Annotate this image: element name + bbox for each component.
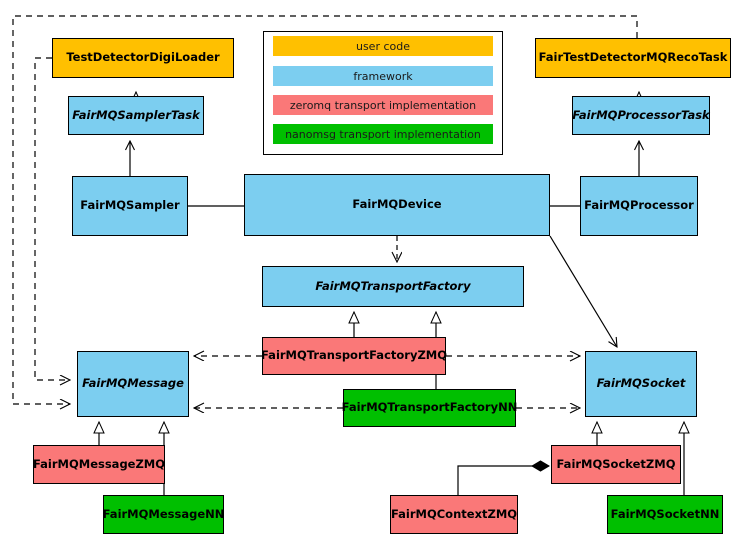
class-node-fairmqcontextzmq[interactable]: FairMQContextZMQ	[390, 495, 518, 534]
class-node-fairmqsamplertask[interactable]: FairMQSamplerTask	[68, 96, 204, 135]
class-node-fairmqdevice[interactable]: FairMQDevice	[244, 174, 550, 236]
legend-item-framework-label: framework	[353, 69, 413, 83]
legend-item-nanomsg: nanomsg transport implementation	[273, 124, 493, 144]
edge-recotask-to-message	[12, 15, 638, 404]
edge-digiloader-to-message	[34, 57, 70, 380]
class-node-fairmqmessage[interactable]: FairMQMessage	[77, 351, 189, 417]
legend-item-framework: framework	[273, 66, 493, 86]
class-node-fairmqtransportfactory[interactable]: FairMQTransportFactory	[262, 266, 524, 307]
legend-item-user-code: user code	[273, 36, 493, 56]
class-node-fairmqsocketnn[interactable]: FairMQSocketNN	[607, 495, 723, 534]
class-node-fairmqmessagenn[interactable]: FairMQMessageNN	[103, 495, 224, 534]
legend-item-user-code-label: user code	[355, 39, 411, 53]
class-node-testdetectordigiloader[interactable]: TestDetectorDigiLoader	[52, 38, 234, 78]
legend-item-zeromq-label: zeromq transport implementation	[289, 98, 477, 112]
class-node-fairmqtransportfactoryzmq[interactable]: FairMQTransportFactoryZMQ	[261, 337, 447, 375]
class-node-fairtestdetectormqrecotask[interactable]: FairTestDetectorMQRecoTask	[535, 38, 731, 78]
class-node-fairmqtransportfactorynn[interactable]: FairMQTransportFactoryNN	[342, 389, 517, 427]
edge-contextzmq-to-socketzmq	[457, 460, 550, 495]
class-node-fairmqsocketzmq[interactable]: FairMQSocketZMQ	[551, 445, 681, 484]
edge-device-to-socket	[549, 235, 617, 347]
class-node-fairmqprocessortask[interactable]: FairMQProcessorTask	[572, 96, 710, 135]
class-node-fairmqmessagezmq[interactable]: FairMQMessageZMQ	[33, 445, 165, 484]
class-node-fairmqprocessor[interactable]: FairMQProcessor	[580, 176, 698, 236]
legend-item-zeromq: zeromq transport implementation	[273, 95, 493, 115]
legend-item-nanomsg-label: nanomsg transport implementation	[285, 127, 481, 141]
class-node-fairmqsampler[interactable]: FairMQSampler	[72, 176, 188, 236]
class-node-fairmqsocket[interactable]: FairMQSocket	[585, 351, 697, 417]
